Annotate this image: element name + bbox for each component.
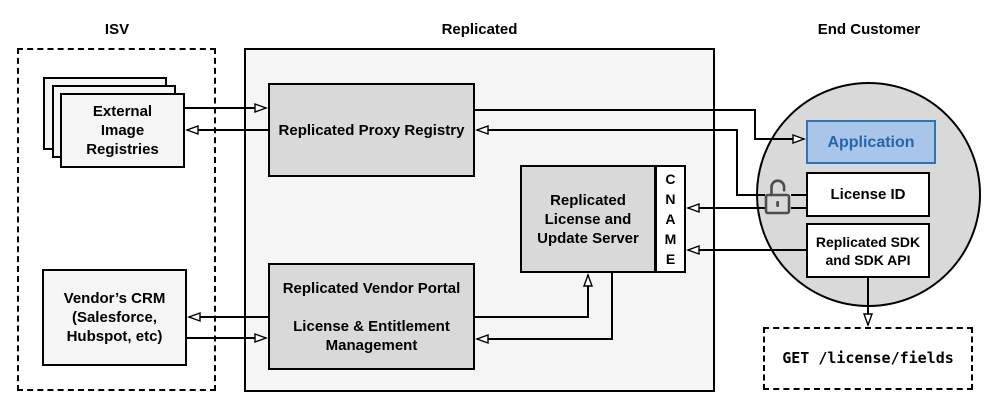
license-update-server-node: Replicated License and Update Server: [520, 165, 656, 273]
license-id-node: License ID: [806, 172, 930, 217]
connector-license-to-proxy: [477, 130, 765, 196]
isv-section-label: ISV: [104, 21, 130, 38]
replicated-section-label: Replicated: [441, 21, 518, 38]
get-license-fields-node: GET /license/fields: [763, 327, 973, 390]
connector-server-to-portal: [477, 273, 613, 339]
cname-node: C N A M E: [655, 165, 686, 273]
connector-portal-to-server: [475, 275, 588, 318]
replicated-sdk-node: Replicated SDK and SDK API: [806, 223, 930, 278]
connector-proxy-to-application: [475, 109, 804, 139]
external-registries-node: External Image Registries: [60, 93, 185, 168]
application-node: Application: [806, 120, 936, 164]
isv-region: [17, 48, 216, 391]
end-customer-section-label: End Customer: [817, 21, 921, 38]
unlock-icon: [764, 179, 791, 215]
vendors-crm-node: Vendor’s CRM (Salesforce, Hubspot, etc): [42, 269, 187, 366]
vendor-portal-node: Replicated Vendor Portal License & Entit…: [268, 263, 475, 370]
proxy-registry-node: Replicated Proxy Registry: [268, 83, 475, 177]
